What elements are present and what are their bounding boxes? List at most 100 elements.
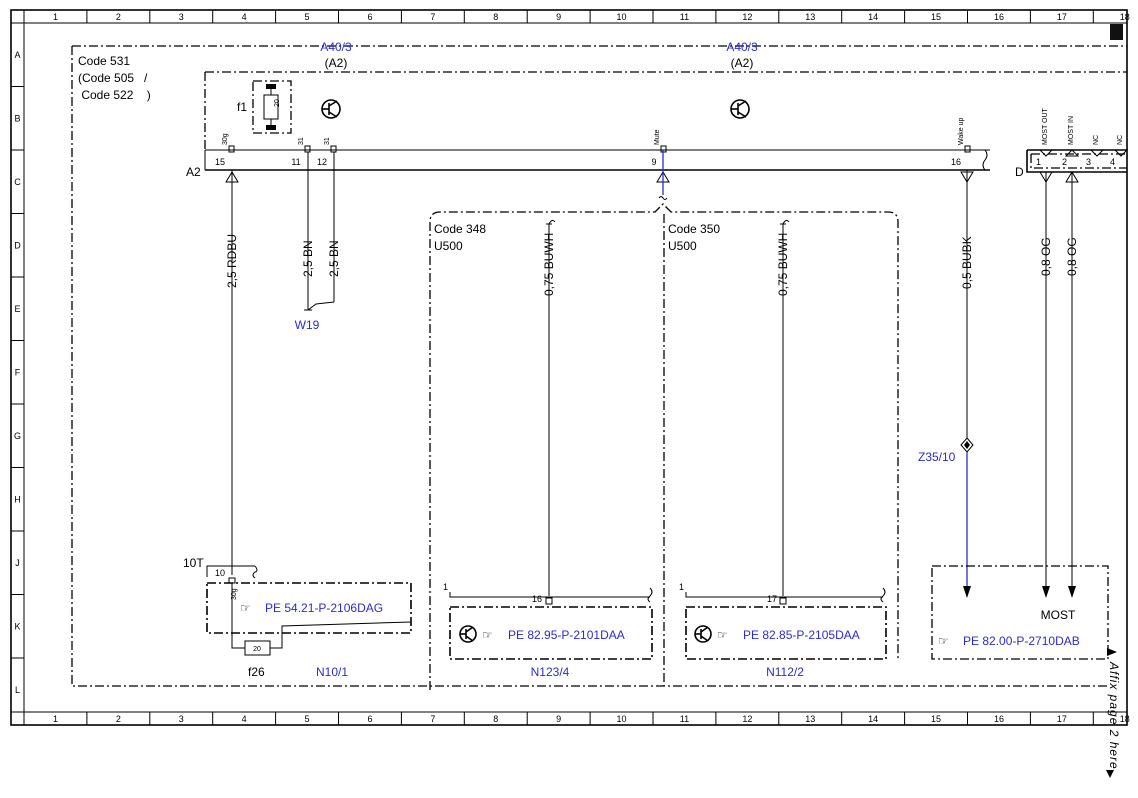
column-number: 10 [617,714,627,724]
drawing-frame [10,9,1128,726]
code-line-1: Code 531 [78,54,130,68]
pointing-hand-icon: ☞ [482,628,493,642]
svg-text:Wake up: Wake up [958,118,965,145]
column-number: 2 [116,714,121,724]
svg-text:15: 15 [215,157,225,167]
fuse-f1-label: f1 [237,100,247,114]
row-letter: E [14,304,20,314]
column-number: 7 [430,12,435,22]
code-note: Code 531 (Code 505 / Code 522 ) [78,54,151,102]
svg-text:3: 3 [1086,157,1091,167]
column-number: 1 [53,714,58,724]
wire-label-buwh-2: 0,75 BUWH [776,233,790,296]
transistor-icon [694,625,712,643]
column-number: 9 [556,714,561,724]
code-line-3: Code 522 ) [78,88,151,102]
column-number: 16 [994,12,1004,22]
fuse-f1-value: 20 [274,99,281,107]
column-number: 15 [931,12,941,22]
svg-text:31: 31 [298,137,305,145]
column-number: 10 [617,12,627,22]
splice-ref-z35[interactable]: Z35/10 [918,450,956,464]
component-ref-n112-2[interactable]: N112/2 [766,665,804,679]
row-letter: H [14,494,21,504]
component-n10-1: 10T 10 30g 20 f26 ☞ PE 54.21-P-2106DAG N… [183,556,412,679]
wire-rdbu: 2,5 RDBU [225,170,239,575]
svg-text:MOST OUT: MOST OUT [1042,107,1049,145]
pe-ref-n123[interactable]: PE 82.95-P-2101DAA [508,628,625,642]
column-number: 6 [367,12,372,22]
column-number: 8 [493,714,498,724]
radio-module-box [204,71,1127,150]
module-sub-right: (A2) [731,56,754,70]
column-number: 3 [179,12,184,22]
column-number: 11 [680,12,689,22]
column-number: 17 [1057,714,1067,724]
component-ref-n10-1[interactable]: N10/1 [316,665,348,679]
column-number: 2 [116,12,121,22]
svg-text:2: 2 [1062,157,1067,167]
component-n123-4: 1 16 ☞ PE 82.95-P-2101DAA N123/4 [443,582,653,679]
pe-ref-n112[interactable]: PE 82.85-P-2105DAA [743,628,860,642]
row-letter: K [14,621,20,631]
svg-text:1: 1 [1036,157,1041,167]
a2-pin-11: 31 11 [291,137,311,167]
column-number: 5 [305,12,310,22]
a2-pin-15: 30g 15 [215,133,235,167]
svg-text:11: 11 [291,157,300,167]
transistor-icon [321,99,341,119]
row-letter: L [15,685,20,695]
component-n112-2: 1 17 ☞ PE 82.85-P-2105DAA N112/2 [679,582,887,679]
column-number: 14 [868,714,878,724]
svg-text:NC: NC [1117,135,1124,145]
column-number: 18 [1120,12,1130,22]
pe-ref-n10[interactable]: PE 54.21-P-2106DAG [265,601,383,615]
wire-label-bn-2: 2,5 BN [327,240,341,277]
wire-label-bubk: 0,5 BUBK [960,236,974,289]
row-letter: D [14,240,21,250]
svg-text:10: 10 [215,568,225,578]
svg-text:Code 348: Code 348 [434,222,486,236]
column-number: 3 [179,714,184,724]
a2-pin-16: Wake up 16 [951,118,971,167]
terminal-10t-label: 10T [183,556,204,570]
column-number: 12 [742,714,752,724]
svg-text:1: 1 [679,582,684,592]
row-letter: C [14,177,21,187]
svg-text:U500: U500 [434,239,463,253]
column-number: 18 [1120,714,1130,724]
wire-mute-split [429,150,899,690]
row-letter: G [14,431,21,441]
svg-text:30g: 30g [222,133,229,145]
svg-text:12: 12 [317,157,327,167]
row-letter: F [15,367,21,377]
connector-a2: A2 [186,149,990,179]
a2-pin-12: 31 12 [317,137,337,167]
module-sub-left: (A2) [325,56,348,70]
svg-text:9: 9 [651,157,656,167]
code-line-2: (Code 505 / [78,71,148,85]
wire-label-buwh-1: 0,75 BUWH [542,233,556,296]
pointing-hand-icon: ☞ [717,628,728,642]
module-ref-left[interactable]: A40/3 [320,40,352,54]
wire-label-rdbu: 2,5 RDBU [225,234,239,288]
most-label: MOST [1041,608,1076,622]
svg-text:Mute: Mute [654,129,661,145]
wire-buwh-2: 0,75 BUWH [776,219,790,596]
module-ref-right[interactable]: A40/3 [726,40,758,54]
svg-text:20: 20 [253,646,261,653]
connector-d-label: D [1015,165,1024,179]
page-tab-marker [1110,24,1123,40]
wire-buwh-1: 0,75 BUWH [542,219,556,596]
svg-text:NC: NC [1093,135,1100,145]
svg-text:31: 31 [324,137,331,145]
pe-ref-most[interactable]: PE 82.00-P-2710DAB [963,634,1080,648]
ground-ref-w19[interactable]: W19 [295,318,320,332]
column-number: 4 [242,12,247,22]
component-ref-n123-4[interactable]: N123/4 [531,665,570,679]
affix-page-note: Affix page 2 here [1107,661,1121,770]
column-number: 13 [805,12,815,22]
wire-label-og-1: 0,8 OG [1039,237,1053,276]
